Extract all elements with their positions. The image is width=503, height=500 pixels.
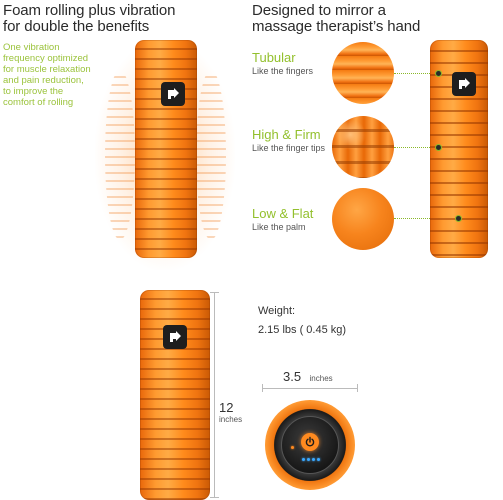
vibration-lines-left	[105, 70, 135, 240]
texture-low-flat-image	[332, 188, 394, 250]
blurb-line: and pain reduction,	[3, 75, 84, 86]
callout-line-high-firm	[394, 147, 438, 148]
vibration-lines-right	[196, 70, 226, 240]
length-value: 12	[219, 400, 234, 415]
vibration-blurb: One vibration frequency optimized for mu…	[3, 42, 103, 108]
texture-high-firm-image	[332, 116, 394, 178]
diameter-dimension-tick-left	[262, 384, 263, 392]
feature-tubular: Tubular Like the fingers	[252, 50, 313, 77]
design-heading-line1: Designed to mirror a	[252, 2, 386, 19]
feature-title: Tubular	[252, 50, 296, 65]
logo-badge-icon	[452, 72, 476, 96]
power-icon	[301, 433, 319, 451]
callout-line-tubular	[394, 73, 438, 74]
diameter-value: 3.5	[283, 369, 302, 384]
vibration-heading-line1: Foam rolling plus vibration	[3, 2, 176, 19]
vibration-roller-image	[135, 40, 197, 258]
blurb-line: comfort of rolling	[3, 97, 74, 108]
led-indicator-icon	[302, 458, 305, 461]
feature-title: High & Firm	[252, 127, 321, 142]
dimension-roller-image	[140, 290, 210, 500]
led-indicator-icon	[307, 458, 310, 461]
length-unit: inches	[219, 415, 243, 424]
callout-dot-high-firm	[436, 145, 441, 150]
length-dimension-tick-bottom	[210, 497, 219, 498]
feature-subtitle: Like the palm	[252, 222, 306, 232]
feature-low-flat: Low & Flat Like the palm	[252, 206, 313, 233]
feature-title: Low & Flat	[252, 206, 314, 221]
weight-label: Weight:	[258, 305, 296, 317]
diameter-unit: inches	[309, 374, 333, 383]
callout-line-low-flat	[394, 218, 458, 219]
length-dimension-line	[214, 292, 215, 498]
length-dimension-tick-top	[210, 292, 219, 293]
length-label: 12 inches	[219, 400, 242, 424]
callout-dot-tubular	[436, 71, 441, 76]
diameter-dimension-tick-right	[357, 384, 358, 392]
blurb-line: to improve the	[3, 86, 64, 97]
led-indicator-icon	[291, 446, 294, 449]
led-indicator-icon	[317, 458, 320, 461]
vibration-heading-line2: for double the benefits	[3, 18, 150, 35]
design-heading: Designed to mirror a massage therapist’s…	[252, 3, 482, 35]
blurb-line: One vibration	[3, 42, 60, 53]
diameter-label: 3.5 inches	[283, 368, 333, 386]
logo-badge-icon	[161, 82, 185, 106]
led-indicator-icon	[312, 458, 315, 461]
logo-badge-icon	[163, 325, 187, 349]
texture-tubular-image	[332, 42, 394, 104]
blurb-line: for muscle relaxation	[3, 64, 91, 75]
callout-dot-low-flat	[456, 216, 461, 221]
feature-subtitle: Like the fingers	[252, 66, 314, 76]
blurb-line: frequency optimized	[3, 53, 89, 64]
feature-subtitle: Like the finger tips	[252, 143, 326, 153]
roller-end-view-image	[265, 400, 355, 490]
vibration-heading: Foam rolling plus vibration for double t…	[3, 3, 203, 35]
diameter-dimension-line	[262, 388, 358, 389]
design-heading-line2: massage therapist’s hand	[252, 18, 421, 35]
feature-high-firm: High & Firm Like the finger tips	[252, 127, 325, 154]
weight-value: 2.15 lbs ( 0.45 kg)	[258, 324, 347, 336]
